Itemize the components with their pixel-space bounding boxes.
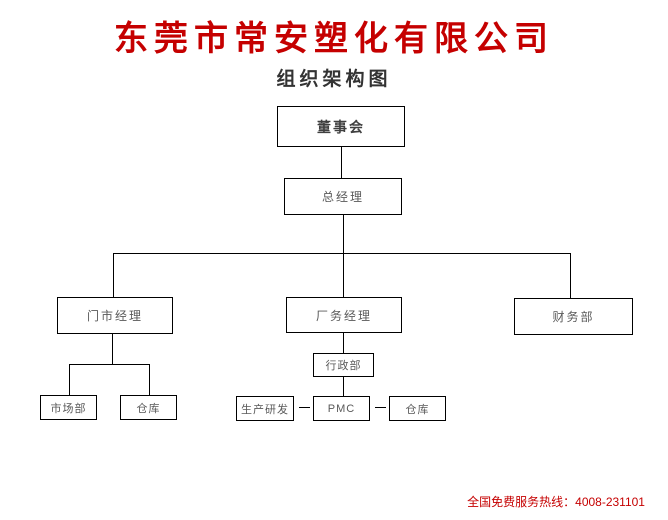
org-node-finance-dept: 财务部 <box>514 298 633 335</box>
connector-rnd-pmc <box>299 407 310 408</box>
connector-drop-plant <box>343 253 344 297</box>
connector-pmc-warehouse2 <box>375 407 386 408</box>
hotline-text: 全国免费服务热线：4008-231101 <box>467 495 645 509</box>
org-node-store-manager: 门市经理 <box>57 297 173 334</box>
connector-drop-store <box>113 253 114 297</box>
connector-level3-bus <box>113 253 571 254</box>
connector-drop-finance <box>570 253 571 298</box>
connector-board-gm <box>341 147 342 178</box>
org-node-plant-manager: 厂务经理 <box>286 297 402 333</box>
chart-subtitle: 组织架构图 <box>276 69 392 90</box>
company-title: 东莞市常安塑化有限公司 <box>114 20 554 58</box>
connector-store-down <box>112 334 113 364</box>
org-node-production-rd: 生产研发 <box>236 396 294 421</box>
org-node-pmc: PMC <box>313 396 370 421</box>
org-node-warehouse-1: 仓库 <box>120 395 177 420</box>
connector-drop-warehouse1 <box>149 364 150 395</box>
connector-admin-pmc <box>343 377 344 396</box>
org-node-board: 董事会 <box>277 106 405 147</box>
connector-drop-market <box>69 364 70 395</box>
org-node-warehouse-2: 仓库 <box>389 396 446 421</box>
org-node-admin-dept: 行政部 <box>313 353 374 377</box>
org-node-market-dept: 市场部 <box>40 395 97 420</box>
connector-store-bus <box>69 364 150 365</box>
connector-plant-admin <box>343 333 344 353</box>
connector-gm-down <box>343 215 344 253</box>
org-node-general-manager: 总经理 <box>284 178 402 215</box>
